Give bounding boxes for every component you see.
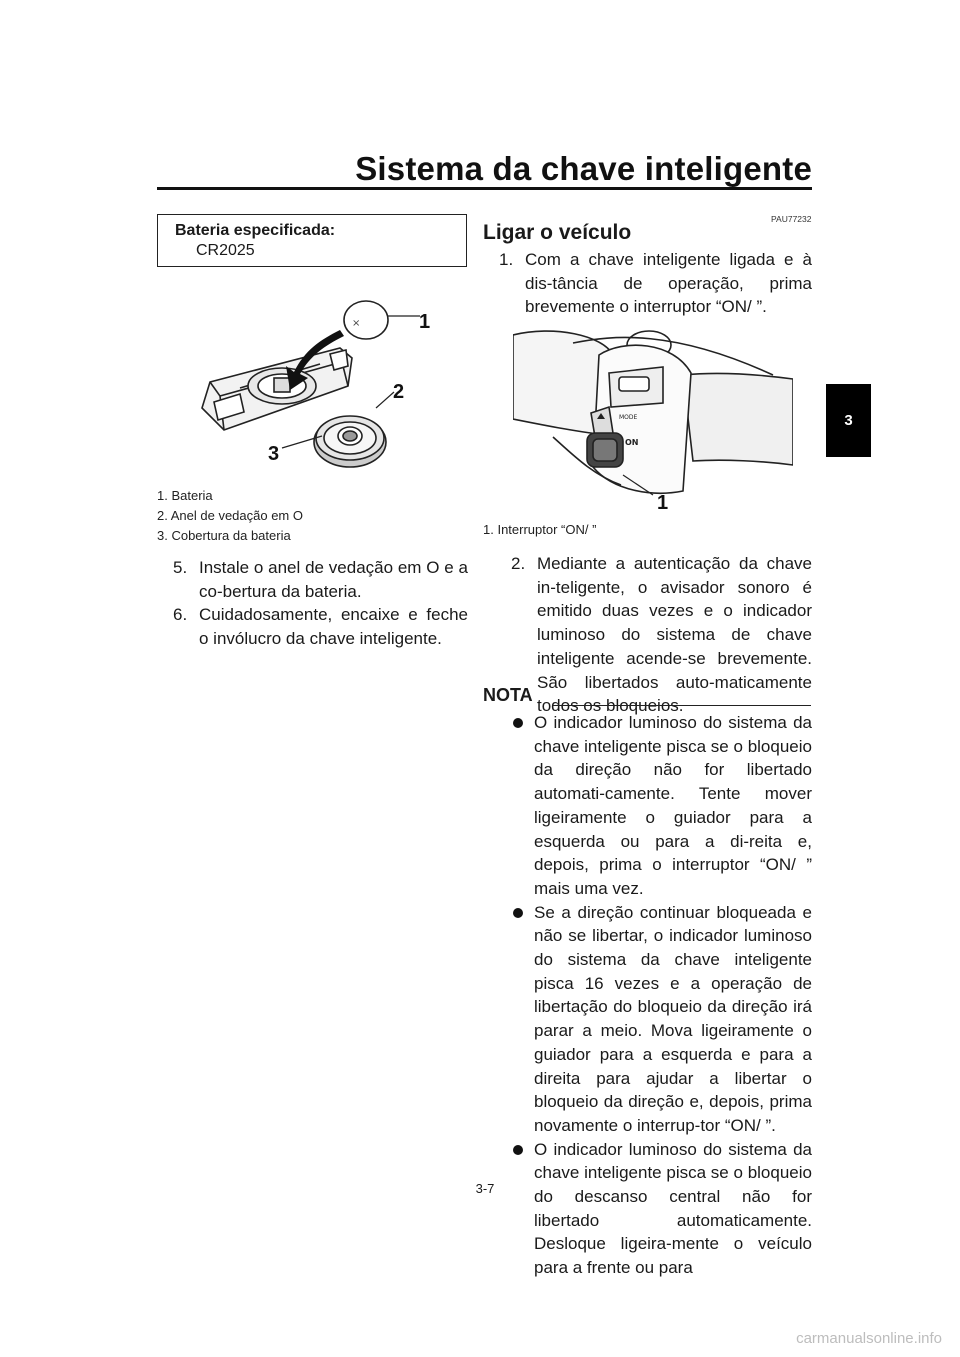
step-2: 2. Mediante a autenticação da chave in-t… <box>511 554 812 716</box>
spec-value: CR2025 <box>196 242 255 259</box>
note-heading: NOTA <box>483 685 533 705</box>
page-title: Sistema da chave inteligente <box>355 150 812 187</box>
bullet-icon <box>513 1144 523 1155</box>
bullet-icon <box>513 718 523 728</box>
section-title: Ligar o veículo <box>483 221 632 244</box>
mode-label: MODE <box>619 414 638 421</box>
note-item: Se a direção continuar bloqueada e não s… <box>512 901 812 1138</box>
figure1-captions: 1. Bateria 2. Anel de vedação em O 3. Co… <box>157 486 303 546</box>
section-code: PAU77232 <box>771 214 812 224</box>
watermark[interactable]: carmanualsonline.info <box>796 1330 942 1347</box>
handlebar-switch-figure: MODE ON 1 <box>513 330 793 514</box>
spec-box: Bateria especificada: CR2025 <box>157 214 467 267</box>
spec-label: Bateria especificada: <box>175 222 336 239</box>
caption-item: 3. Cobertura da bateria <box>157 528 291 543</box>
svg-text:×: × <box>352 318 360 329</box>
key-fob-drawing <box>201 347 353 431</box>
battery-drawing: × <box>343 300 389 340</box>
note-list: O indicador luminoso do sistema da chave… <box>512 711 812 1280</box>
note-item: O indicador luminoso do sistema da chave… <box>512 1138 812 1280</box>
on-label: ON <box>625 438 639 447</box>
chapter-tab[interactable]: 3 <box>826 384 871 457</box>
caption-item: 1. Bateria <box>157 488 213 503</box>
hazard-icon <box>597 413 605 419</box>
battery-figure: × 1 2 3 <box>201 300 430 468</box>
step-5: 5. Instale o anel de vedação em O e a co… <box>173 558 468 601</box>
note-rule <box>553 705 811 706</box>
caption-item: 2. Anel de vedação em O <box>157 508 303 523</box>
caption-item: 1. Interruptor “ON/ ” <box>483 522 597 537</box>
battery-cover-drawing <box>313 415 387 468</box>
step-1: 1. Com a chave inteligente ligada e à di… <box>499 250 812 317</box>
callout-switch: 1 <box>657 492 668 514</box>
callout-1: 1 <box>419 311 430 333</box>
callout-2: 2 <box>393 381 404 403</box>
step-6: 6. Cuidadosamente, encaixe e feche o inv… <box>173 605 468 648</box>
figure2-captions: 1. Interruptor “ON/ ” <box>483 520 596 540</box>
header-rule <box>157 187 812 190</box>
bullet-icon <box>513 907 523 918</box>
note-item: O indicador luminoso do sistema da chave… <box>512 711 812 901</box>
page-number: 3-7 <box>475 1181 495 1196</box>
callout-3: 3 <box>268 443 279 465</box>
insert-arrow-icon <box>286 330 344 390</box>
